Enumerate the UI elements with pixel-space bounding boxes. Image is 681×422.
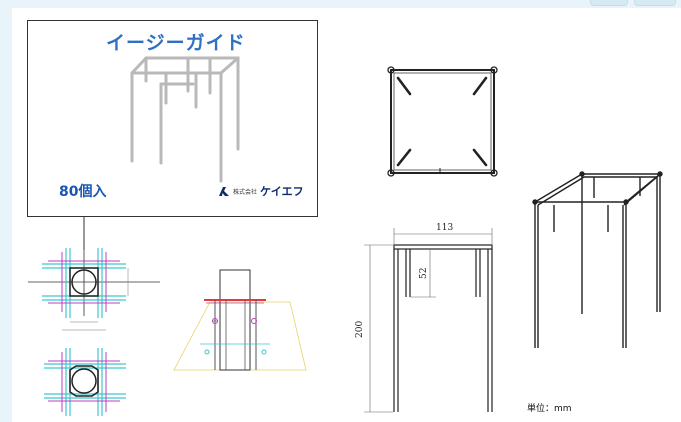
tab-button[interactable] (634, 0, 676, 6)
logo-mark-icon (219, 186, 229, 196)
section-view-1 (28, 248, 160, 331)
unit-label: 単位：mm (527, 404, 572, 414)
product-title: イージーガイド (106, 32, 246, 54)
logo-name-text: ケイエフ (260, 185, 304, 198)
isometric-view-drawing (532, 171, 663, 348)
product-count: 80個入 (59, 184, 107, 200)
dimension-height: 200 (355, 321, 365, 338)
top-view-drawing (387, 66, 498, 177)
side-view-drawing (173, 269, 307, 371)
tab-button[interactable] (590, 0, 628, 6)
company-logo: 株式会社 ケイエフ (218, 183, 304, 199)
product-card: イージーガイド 80個入 株式会社 ケイエフ (27, 20, 318, 217)
dimension-width: 113 (436, 223, 453, 233)
section-view-2 (44, 348, 126, 416)
logo-corp-text: 株式会社 (233, 188, 258, 196)
dimension-leg: 52 (419, 268, 429, 279)
front-view-drawing: 113 200 52 (355, 223, 493, 413)
product-illustration (130, 56, 240, 183)
